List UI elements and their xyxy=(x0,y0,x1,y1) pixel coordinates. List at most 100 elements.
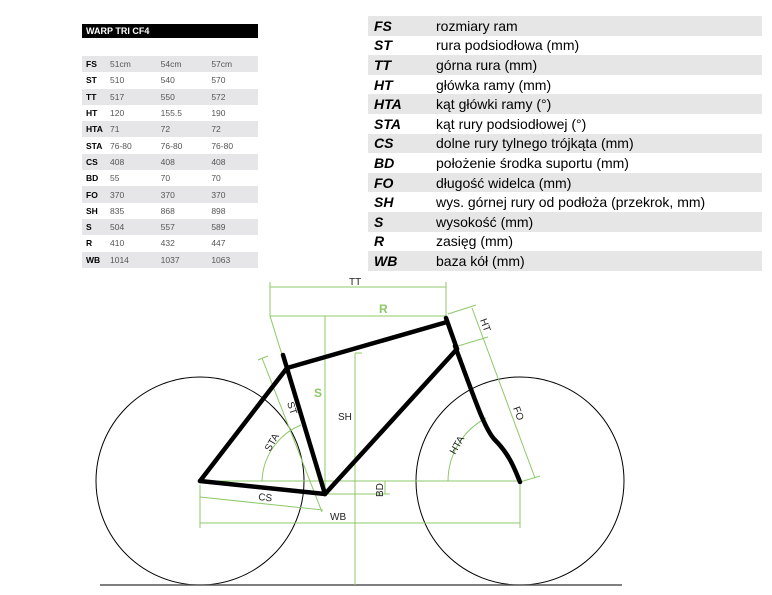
legend-key: FO xyxy=(374,174,394,191)
legend-key: FS xyxy=(374,17,392,34)
geometry-value: 1014 xyxy=(110,254,129,265)
legend-row-tt: TT górna rura (mm) xyxy=(368,55,762,75)
legend-row-cs: CS dolne rury tylnego trójkąta (mm) xyxy=(368,133,762,154)
geometry-value: 76-80 xyxy=(211,140,234,151)
geometry-value: 572 xyxy=(211,91,226,102)
geometry-value: 1037 xyxy=(160,254,180,265)
label-sh: SH xyxy=(338,412,352,423)
geometry-value: 57cm xyxy=(211,59,233,70)
label-tt: TT xyxy=(349,277,361,288)
legend-row-sta: STA kąt rury podsiodłowej (°) xyxy=(368,114,762,134)
geometry-value: 550 xyxy=(160,91,175,102)
geometry-row-sh: SH 835 868 898 xyxy=(82,203,258,219)
geometry-key: STA xyxy=(86,140,103,151)
label-hta: HTA xyxy=(448,434,467,456)
geometry-value: 447 xyxy=(211,238,226,249)
geometry-row-sta: STA 76-80 76-80 76-80 xyxy=(82,137,258,153)
geometry-value: 504 xyxy=(110,222,125,233)
geometry-value: 898 xyxy=(211,205,226,216)
legend-row-fs: FS rozmiary ram xyxy=(368,16,762,36)
legend-key: ST xyxy=(374,37,392,54)
geometry-value: 589 xyxy=(211,222,226,233)
label-ht: HT xyxy=(477,317,492,333)
label-s: S xyxy=(314,386,322,400)
label-fo: FO xyxy=(510,405,525,422)
geometry-key: WB xyxy=(86,254,101,265)
geometry-key: FO xyxy=(86,189,98,200)
label-cs: CS xyxy=(258,492,273,504)
geometry-value: 71 xyxy=(110,124,120,135)
geometry-value: 410 xyxy=(110,238,125,249)
geometry-row-fo: FO 370 370 370 xyxy=(82,186,258,203)
geometry-value: 370 xyxy=(160,189,175,200)
label-wb: WB xyxy=(330,512,346,523)
geometry-key: TT xyxy=(86,91,97,102)
legend-desc: położenie środka suportu (mm) xyxy=(436,154,629,171)
geometry-key: ST xyxy=(86,75,97,86)
legend-desc: długość widelca (mm) xyxy=(436,174,572,191)
geometry-key: BD xyxy=(86,173,99,184)
geometry-value: 55 xyxy=(110,173,120,184)
legend-desc: wysokość (mm) xyxy=(436,213,534,230)
legend-key: R xyxy=(374,233,385,250)
geometry-value: 370 xyxy=(211,189,226,200)
bike-frame xyxy=(197,315,523,497)
legend-desc: główka ramy (mm) xyxy=(436,76,552,93)
geometry-value: 72 xyxy=(211,124,221,135)
legend-key: CS xyxy=(374,135,394,152)
model-title: WARP TRI CF4 xyxy=(82,24,258,38)
label-sta: STA xyxy=(263,432,282,454)
geometry-value: 570 xyxy=(211,75,226,86)
geometry-value: 835 xyxy=(110,205,125,216)
legend-desc: kąt rury podsiodłowej (°) xyxy=(436,115,587,132)
legend-key: S xyxy=(374,213,384,230)
geometry-key: SH xyxy=(86,205,98,216)
geometry-key: HTA xyxy=(86,124,103,135)
legend-key: TT xyxy=(374,56,392,73)
legend-row-fo: FO długość widelca (mm) xyxy=(368,172,762,193)
geometry-value: 155.5 xyxy=(160,108,182,119)
label-st: ST xyxy=(284,401,298,417)
geometry-row-hta: HTA 71 72 72 xyxy=(82,121,258,138)
geometry-value: 72 xyxy=(160,124,171,135)
geometry-value: 120 xyxy=(110,108,125,119)
legend-desc: wys. górnej rury od podłoża (przekrok, m… xyxy=(436,194,706,211)
geometry-value: 868 xyxy=(160,205,175,216)
legend-desc: dolne rury tylnego trójkąta (mm) xyxy=(436,135,634,152)
geometry-value: 76-80 xyxy=(160,140,183,151)
geometry-value: 70 xyxy=(211,173,221,184)
geometry-key: FS xyxy=(86,59,97,70)
geometry-value: 76-80 xyxy=(110,140,132,151)
legend-desc: rozmiary ram xyxy=(436,17,518,34)
legend-key: STA xyxy=(374,115,401,132)
legend-desc: górna rura (mm) xyxy=(436,56,538,73)
geometry-value: 370 xyxy=(110,189,125,200)
geometry-value: 432 xyxy=(160,238,175,249)
geometry-value: 557 xyxy=(160,222,175,233)
geometry-value: 190 xyxy=(211,108,226,119)
label-r: R xyxy=(379,302,388,316)
geometry-key: CS xyxy=(86,156,98,167)
geometry-value: 408 xyxy=(110,156,125,167)
label-bd: BD xyxy=(375,483,386,497)
legend-key: WB xyxy=(374,252,398,269)
geometry-key: S xyxy=(86,222,92,233)
geometry-value: 540 xyxy=(160,75,175,86)
